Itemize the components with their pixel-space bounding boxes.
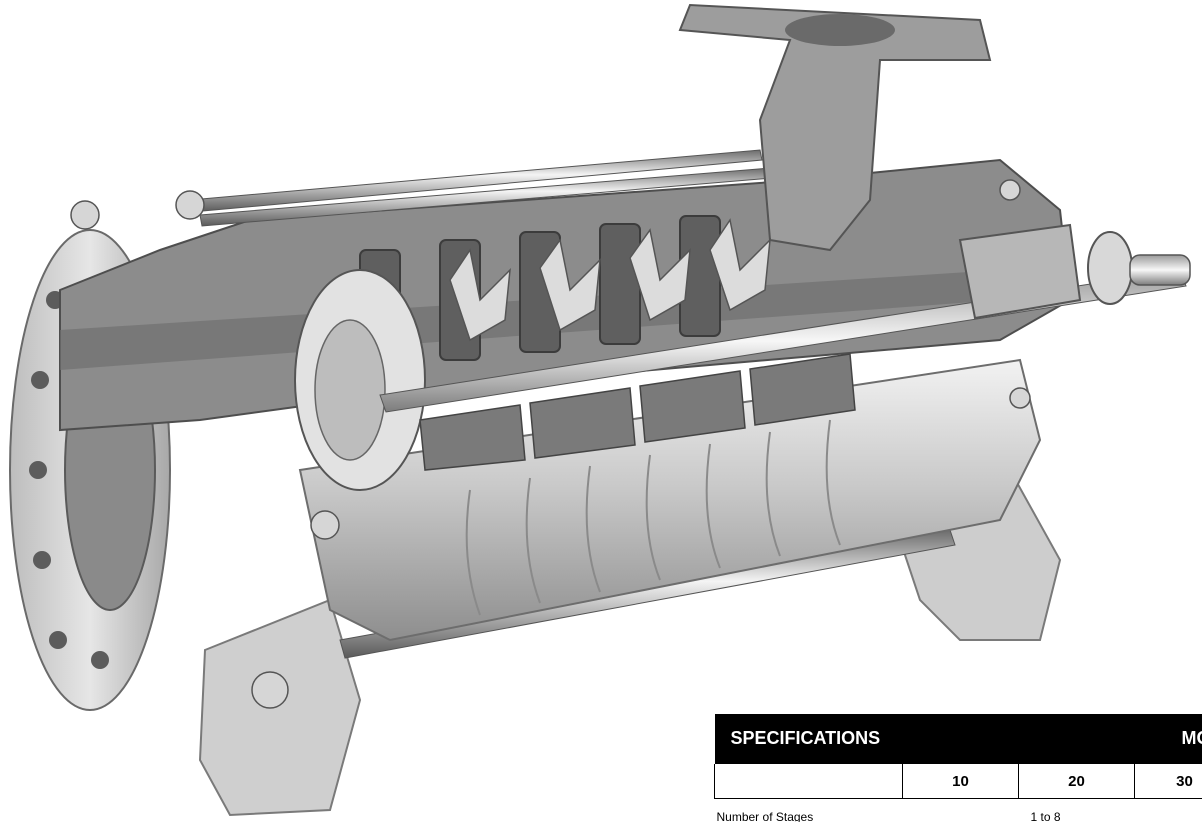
specifications-title: SPECIFICATIONS (730, 728, 881, 748)
specifications-table: SPECIFICATIONS MODEL 10 20 30 Number of … (714, 714, 1202, 822)
row-label-stages: Number of Stages (716, 810, 814, 822)
bearing-housing (958, 223, 1082, 320)
discharge-nozzle (678, 3, 992, 252)
specifications-header-row: SPECIFICATIONS MODEL (714, 714, 1202, 764)
model-number-10: 10 (902, 764, 1019, 799)
model-number-blank (714, 764, 903, 799)
row-value-stages: 1 to 8 (1030, 810, 1061, 822)
model-number-30: 30 (1134, 764, 1202, 799)
table-row: Number of Stages 1 to 8 (715, 799, 1202, 822)
model-label: MODEL (1181, 728, 1202, 748)
pump-barrel (298, 358, 1042, 642)
model-number-row: 10 20 30 (714, 764, 1202, 799)
impellers (449, 218, 771, 342)
model-number-20: 20 (1018, 764, 1135, 799)
pump-foot-left (198, 598, 362, 817)
